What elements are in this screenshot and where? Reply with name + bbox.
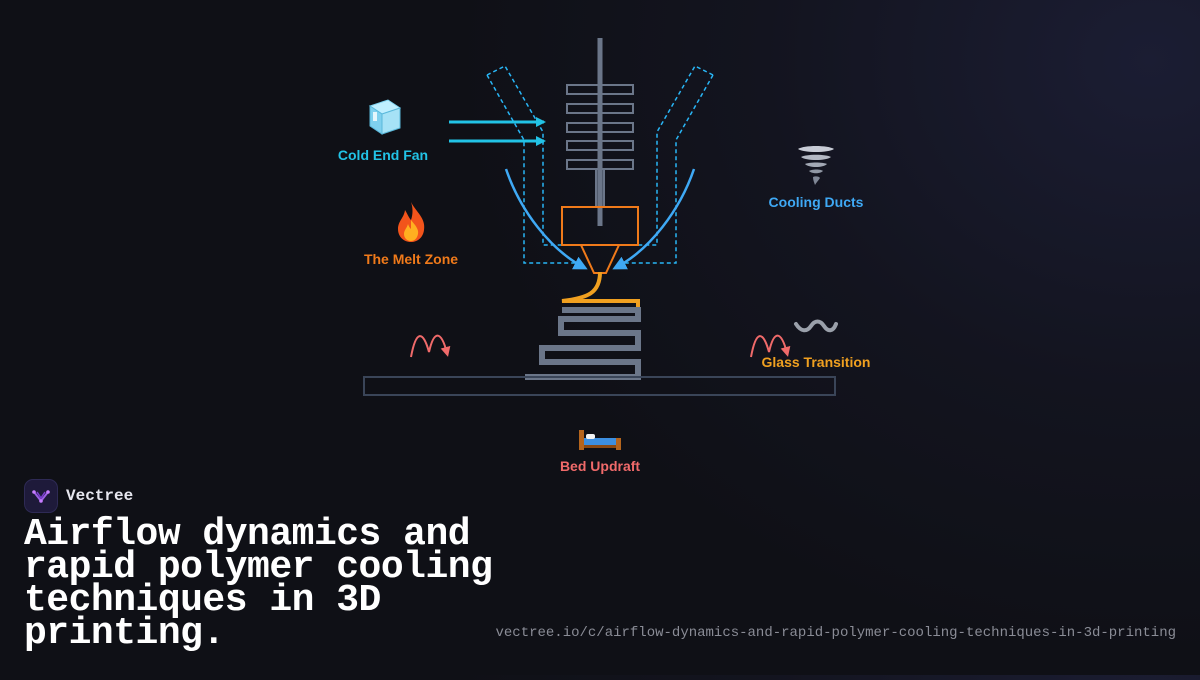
extruded-filament [561, 271, 640, 310]
glass-transition-label: Glass Transition [761, 354, 871, 370]
page-url[interactable]: vectree.io/c/airflow-dynamics-and-rapid-… [495, 625, 1176, 641]
vectree-logo-icon [24, 479, 58, 513]
bed-updraft-arrows [410, 334, 791, 358]
nozzle [579, 244, 621, 274]
brand[interactable]: Vectree [24, 479, 133, 513]
wavy-dash-icon [793, 318, 839, 334]
cold-end-fan-label: Cold End Fan [337, 147, 429, 163]
build-plate [363, 376, 836, 396]
cooling-ducts-label: Cooling Ducts [768, 194, 864, 210]
fire-icon [394, 200, 428, 244]
cooling-duct-outline [486, 65, 714, 264]
melt-zone-label: The Melt Zone [363, 251, 459, 267]
cold-end-fan-arrows [449, 117, 546, 146]
brand-name: Vectree [66, 487, 134, 505]
left-duct-outline [486, 65, 584, 264]
printed-part [525, 307, 641, 380]
tornado-icon [794, 143, 838, 187]
bed-updraft-label: Bed Updraft [559, 458, 641, 474]
bed-icon [577, 424, 623, 452]
page-title: Airflow dynamics and rapid polymer cooli… [24, 513, 493, 655]
right-duct-outline [616, 65, 714, 264]
part-cooling-airflow [504, 168, 696, 270]
ice-cube-icon [360, 96, 406, 138]
